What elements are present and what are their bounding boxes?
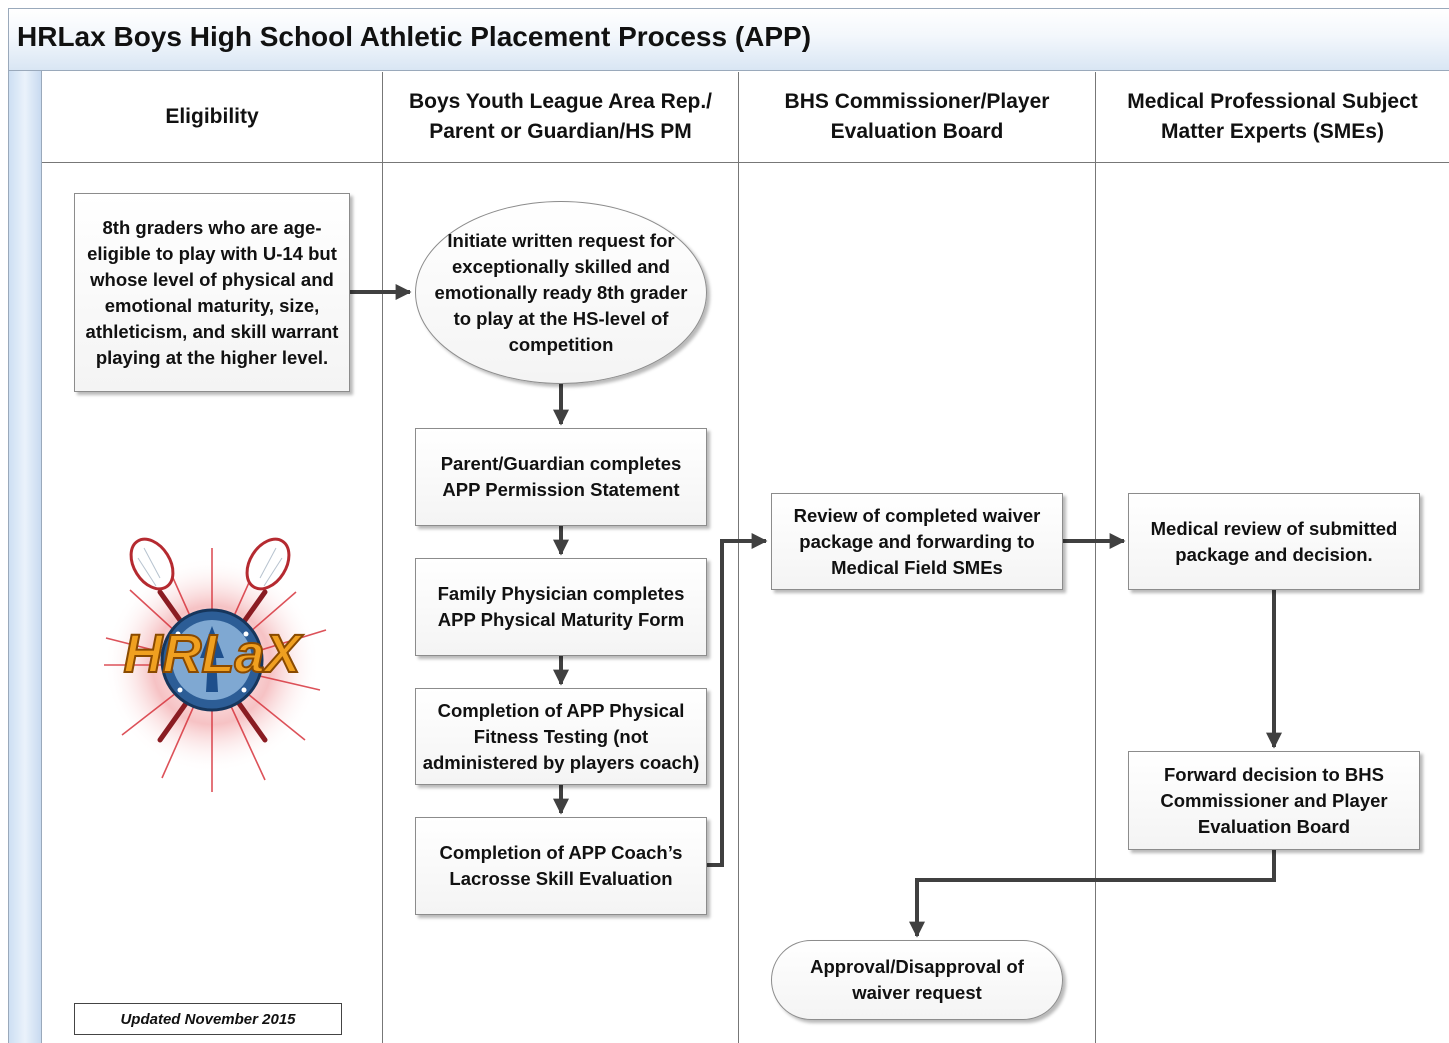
initiate-request-node: Initiate written request for exceptional… (415, 201, 707, 384)
left-band (8, 71, 42, 1043)
lane-header-youth-league: Boys Youth League Area Rep./ Parent or G… (408, 90, 712, 143)
logo-wordmark: HRLaX (123, 624, 303, 684)
waiver-review-box: Review of completed waiver package and f… (771, 493, 1063, 590)
permission-statement-box: Parent/Guardian completes APP Permission… (415, 428, 707, 526)
forward-decision-box: Forward decision to BHS Commissioner and… (1128, 751, 1420, 850)
title-bar: HRLax Boys High School Athletic Placemen… (8, 8, 1449, 71)
header-divider (42, 162, 1449, 163)
lane-header-medical: Medical Professional Subject Matter Expe… (1127, 90, 1418, 143)
coach-evaluation-box: Completion of APP Coach’s Lacrosse Skill… (415, 817, 707, 915)
page-title: HRLax Boys High School Athletic Placemen… (17, 21, 812, 52)
updated-date-label: Updated November 2015 (74, 1003, 342, 1035)
eligibility-criteria-box: 8th graders who are age- eligible to pla… (74, 193, 350, 392)
lane-divider-3 (1095, 72, 1096, 1043)
lacrosse-sticks-logo-icon: HRLaX (104, 537, 327, 792)
approval-terminal-node: Approval/Disapproval of waiver request (771, 940, 1063, 1020)
lane-divider-2 (738, 72, 739, 1043)
lane-divider-1 (382, 72, 383, 1043)
physical-maturity-box: Family Physician completes APP Physical … (415, 558, 707, 656)
fitness-testing-box: Completion of APP Physical Fitness Testi… (415, 688, 707, 785)
lane-header-eligibility: Eligibility (165, 105, 259, 128)
arrow-forward-to-approval (909, 850, 1276, 938)
medical-review-box: Medical review of submitted package and … (1128, 493, 1420, 590)
arrow-coach-to-review (707, 533, 768, 867)
lane-header-commissioner: BHS Commissioner/Player Evaluation Board (784, 90, 1050, 143)
